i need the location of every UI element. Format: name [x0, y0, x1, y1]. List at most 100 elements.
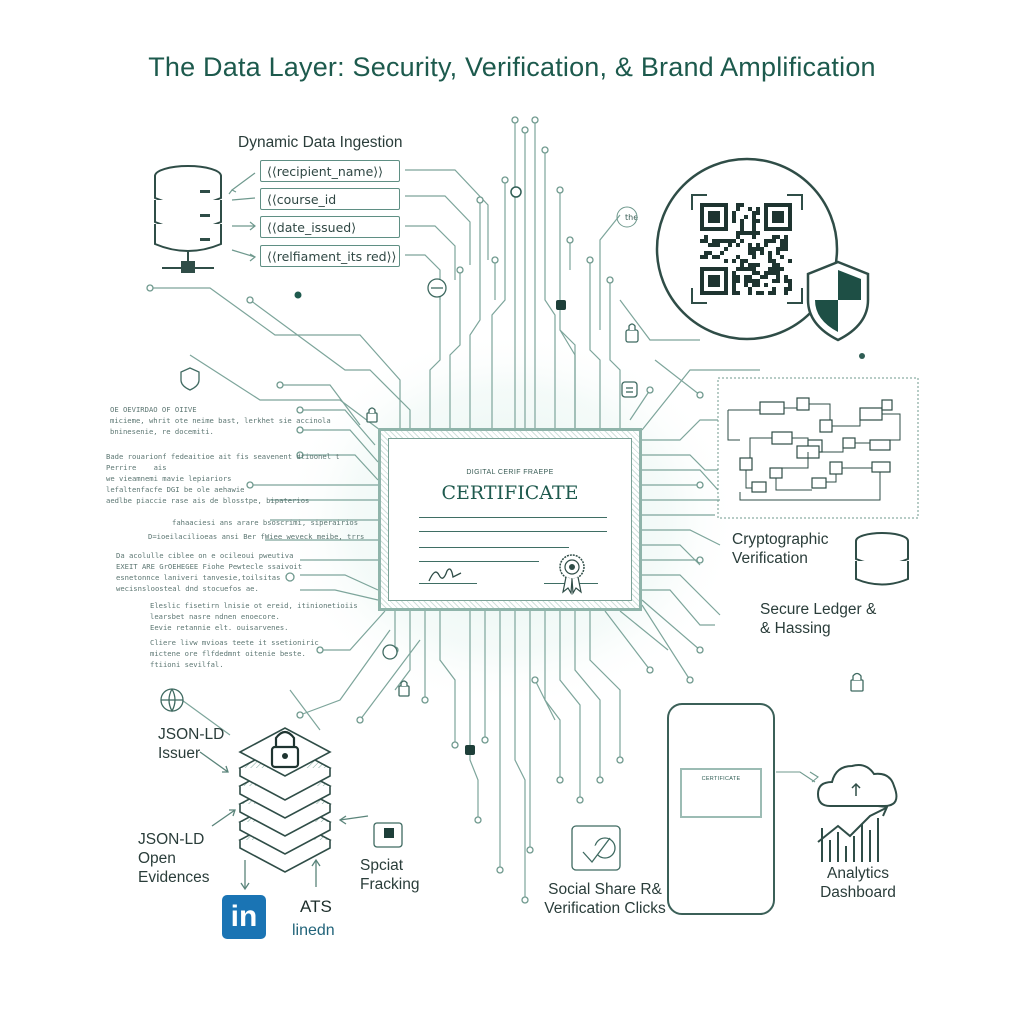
qr-module: [752, 255, 756, 259]
jsonld-evidence-label: JSON-LD Open Evidences: [138, 831, 210, 886]
qr-module: [788, 259, 792, 263]
qr-module: [728, 243, 732, 247]
qr-module: [732, 275, 736, 279]
qr-module: [760, 291, 764, 295]
qr-module: [748, 251, 752, 255]
qr-module: [748, 291, 752, 295]
qr-module: [744, 231, 748, 235]
flowchart-frame: [717, 377, 919, 519]
qr-module: [716, 243, 720, 247]
qr-module: [772, 235, 776, 239]
qr-module: [756, 207, 760, 211]
field-course-id: ⟨⟨course_id: [260, 188, 400, 210]
analytics-dashboard-label: Analytics Dashboard: [820, 865, 896, 901]
qr-module: [768, 271, 772, 275]
qr-module: [736, 279, 740, 283]
qr-module: [752, 215, 756, 219]
qr-finder: [708, 211, 720, 223]
qr-module: [748, 279, 752, 283]
qr-module: [776, 271, 780, 275]
qr-module: [756, 219, 760, 223]
qr-module: [784, 247, 788, 251]
qr-module: [724, 239, 728, 243]
qr-module: [780, 243, 784, 247]
field-recipient-name: ⟨⟨recipient_name⟩⟩: [260, 160, 400, 182]
qr-module: [736, 255, 740, 259]
qr-module: [700, 255, 704, 259]
qr-module: [744, 259, 748, 263]
qr-module: [744, 283, 748, 287]
ingestion-label: Dynamic Data Ingestion: [238, 134, 403, 151]
qr-module: [712, 243, 716, 247]
qr-module: [752, 219, 756, 223]
qr-module: [764, 283, 768, 287]
qr-module: [736, 243, 740, 247]
padlock-icon: [270, 730, 300, 769]
qr-module: [768, 239, 772, 243]
qr-module: [740, 259, 744, 263]
qr-module: [704, 255, 708, 259]
qr-module: [748, 287, 752, 291]
qr-module: [784, 279, 788, 283]
qr-module: [784, 291, 788, 295]
qr-module: [752, 279, 756, 283]
qr-module: [732, 287, 736, 291]
qr-module: [756, 211, 760, 215]
qr-module: [732, 211, 736, 215]
qr-module: [756, 283, 760, 287]
qr-module: [764, 271, 768, 275]
qr-module: [784, 243, 788, 247]
qr-module: [772, 291, 776, 295]
qr-module: [776, 263, 780, 267]
qr-module: [740, 267, 744, 271]
certificate-line: [419, 547, 569, 549]
qr-module: [772, 263, 776, 267]
qr-module: [780, 267, 784, 271]
qr-module: [748, 207, 752, 211]
qr-module: [728, 239, 732, 243]
qr-module: [720, 239, 724, 243]
qr-module: [748, 243, 752, 247]
field-date-issued: ⟨⟨date_issued⟩: [260, 216, 400, 238]
qr-module: [740, 203, 744, 207]
qr-module: [736, 275, 740, 279]
secure-ledger-label: Secure Ledger & & Hassing: [760, 601, 877, 637]
qr-module: [776, 235, 780, 239]
qr-module: [784, 287, 788, 291]
qr-finder: [772, 211, 784, 223]
qr-module: [784, 235, 788, 239]
text-block: fahaaciesi ans arare bsoscrimi, siperair…: [172, 518, 359, 527]
qr-module: [776, 251, 780, 255]
text-block: Eleslic fisetirn lnisie ot ereid, itinio…: [150, 601, 358, 632]
qr-module: [776, 247, 780, 251]
text-block: Da acolulle ciblee on e ocileoui pweutiv…: [116, 551, 303, 593]
linkedin-logo-icon[interactable]: in: [222, 895, 266, 939]
signature-icon: [428, 568, 462, 582]
qr-module: [708, 243, 712, 247]
qr-module: [732, 283, 736, 287]
qr-module: [752, 247, 756, 251]
qr-module: [772, 239, 776, 243]
qr-finder: [708, 275, 720, 287]
qr-module: [764, 275, 768, 279]
qr-module: [772, 267, 776, 271]
qr-module: [764, 243, 768, 247]
qr-module: [712, 239, 716, 243]
qr-module: [768, 259, 772, 263]
ats-label: ATS: [300, 897, 332, 916]
qr-module: [788, 287, 792, 291]
qr-module: [768, 291, 772, 295]
text-block: OE OEVIRDAO OF OIIVE micieme, whrit ote …: [110, 405, 331, 436]
qr-module: [736, 203, 740, 207]
qr-module: [708, 251, 712, 255]
qr-module: [732, 259, 736, 263]
qr-module: [752, 235, 756, 239]
qr-module: [748, 263, 752, 267]
qr-module: [752, 231, 756, 235]
qr-module: [748, 231, 752, 235]
qr-module: [712, 255, 716, 259]
qr-module: [716, 239, 720, 243]
qr-module: [752, 223, 756, 227]
qr-module: [704, 251, 708, 255]
qr-module: [724, 247, 728, 251]
